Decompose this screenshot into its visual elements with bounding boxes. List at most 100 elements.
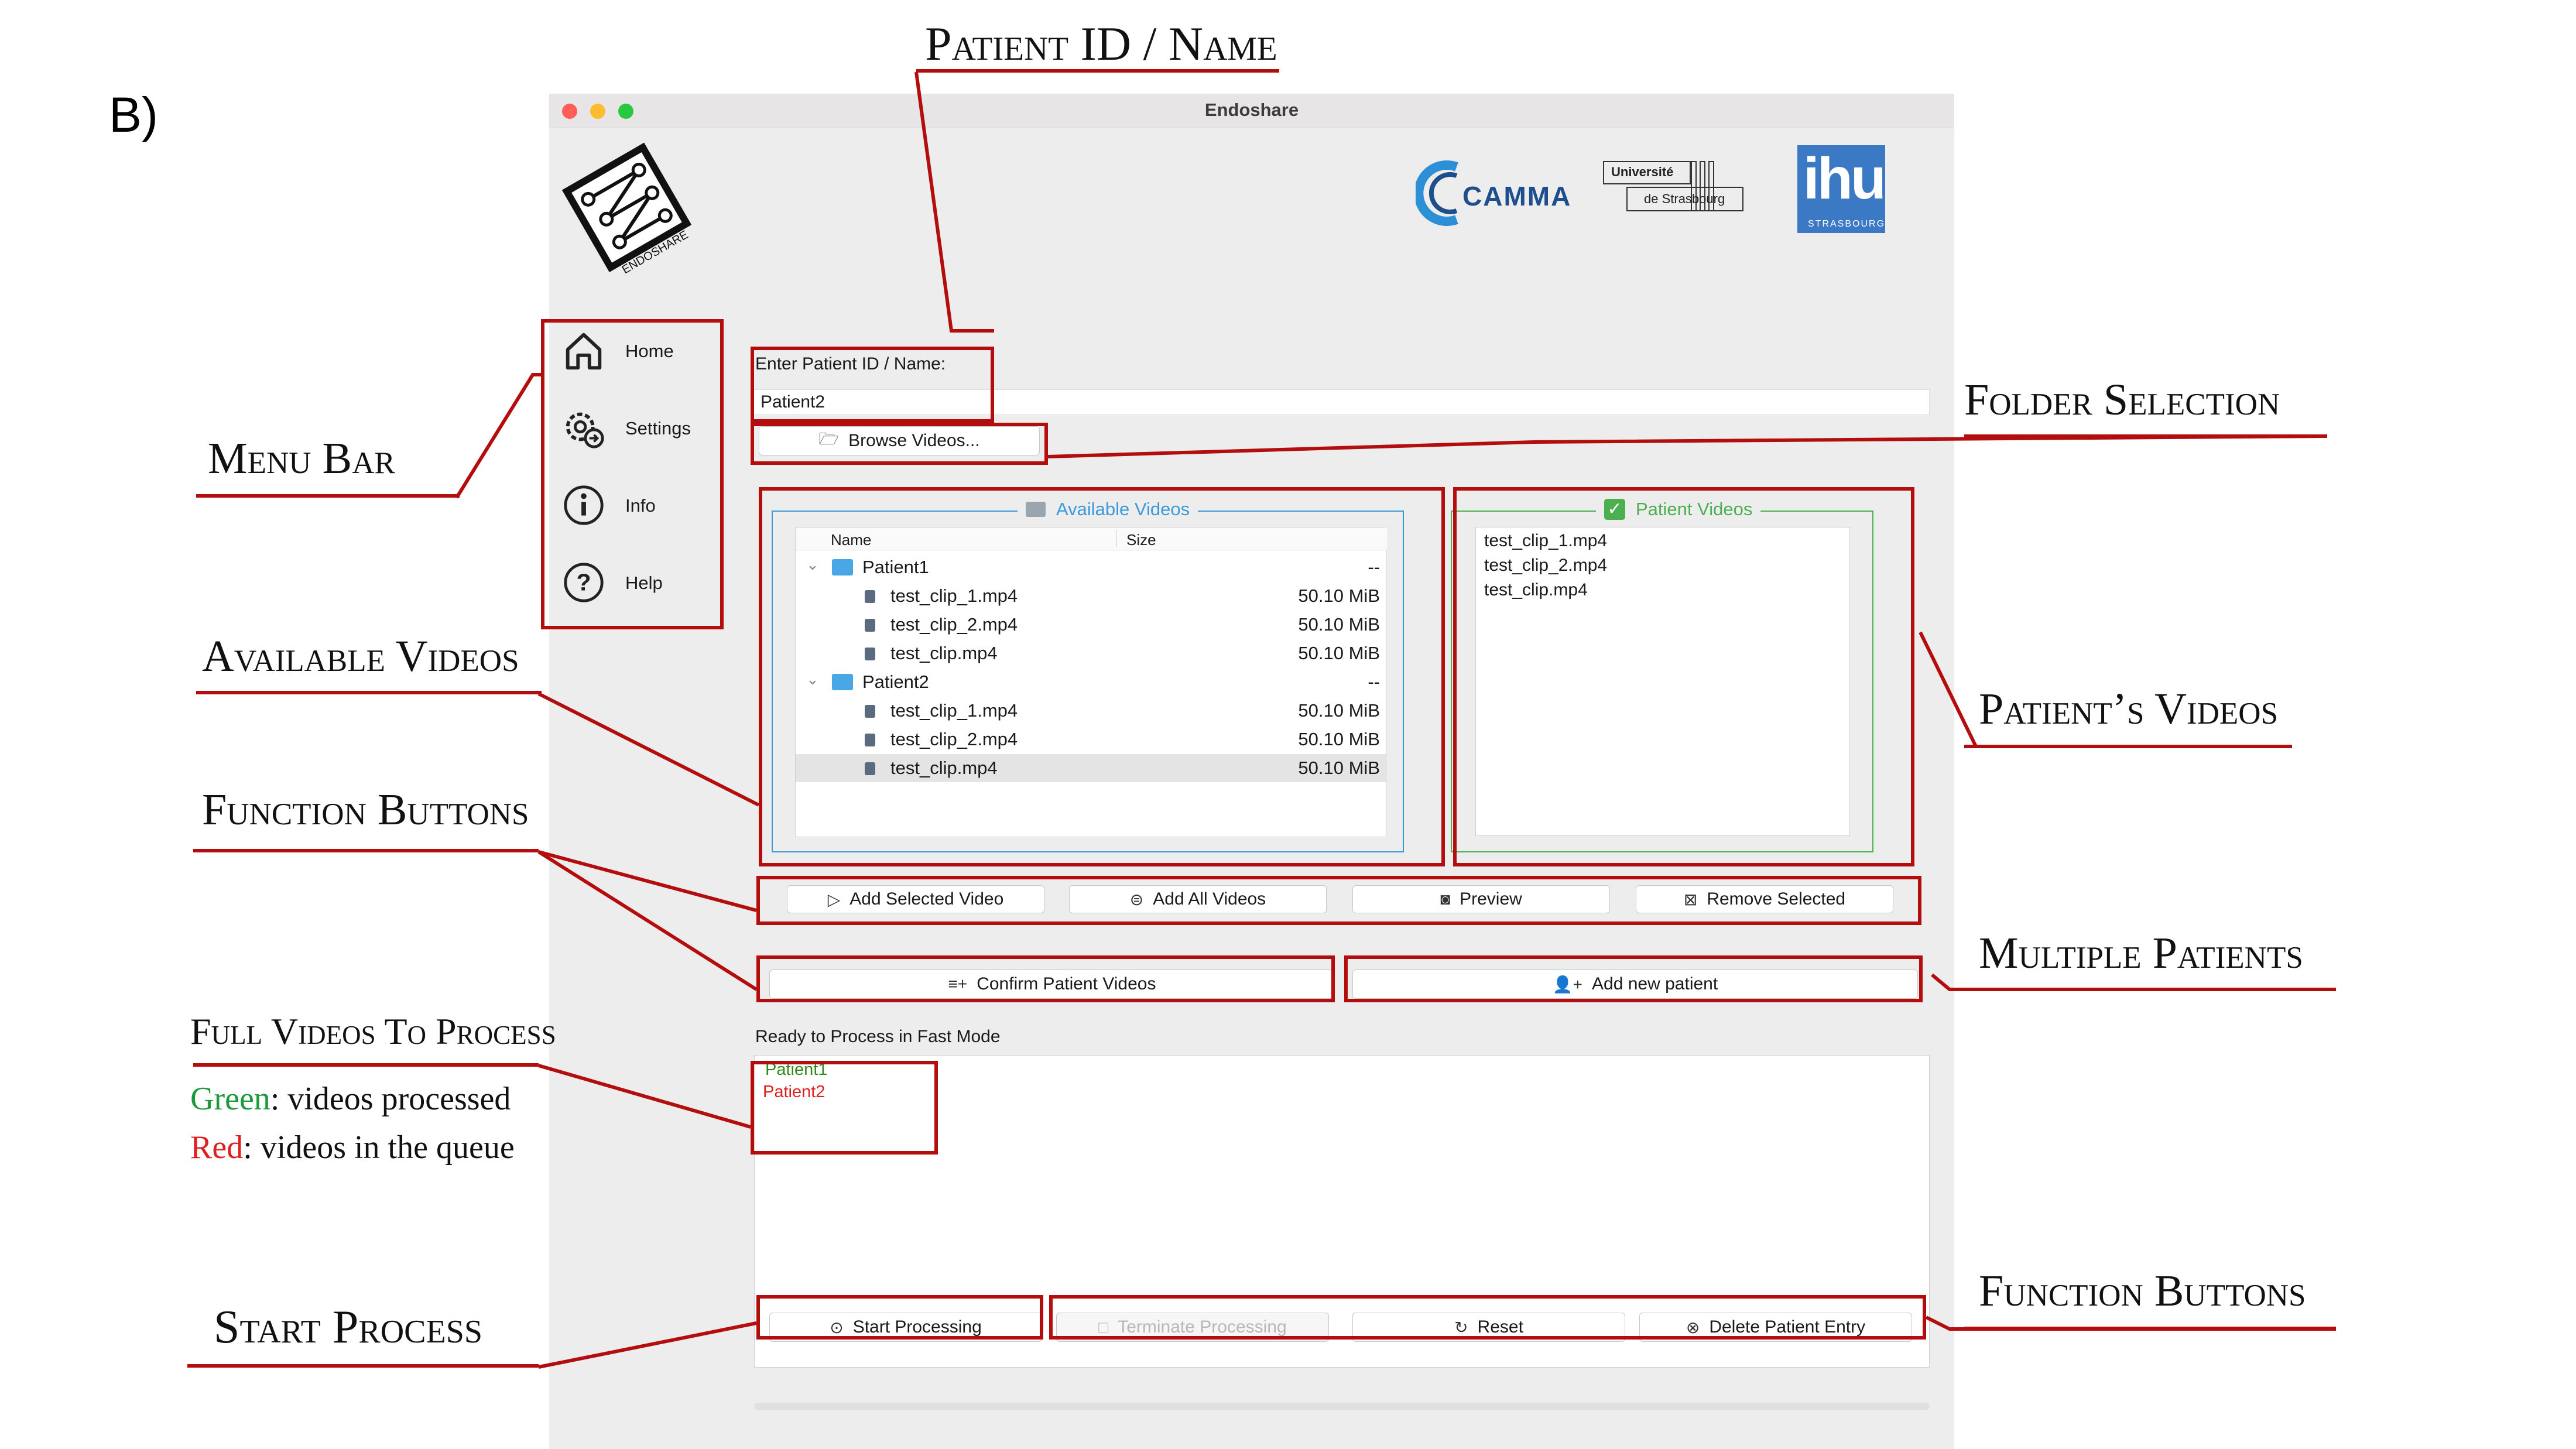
refresh-icon: ↻ xyxy=(1454,1318,1468,1337)
tree-row-file[interactable]: test_clip_1.mp4 50.10 MiB xyxy=(796,697,1387,725)
add-all-videos-button[interactable]: ⊜ Add All Videos xyxy=(1069,885,1327,913)
folder-open-icon: 🗁 xyxy=(818,430,840,448)
chevron-down-icon[interactable]: ⌄ xyxy=(806,670,819,688)
video-file-icon xyxy=(865,734,875,746)
video-file-icon xyxy=(865,762,875,775)
list-add-icon: ⊜ xyxy=(1129,890,1144,909)
preview-button[interactable]: ◙ Preview xyxy=(1352,885,1610,913)
highlight-other-buttons xyxy=(1049,1295,1926,1340)
unistra-logo: Université de Strasbourg xyxy=(1603,161,1743,214)
patient-id-label: Enter Patient ID / Name: xyxy=(755,354,946,374)
folder-icon xyxy=(832,559,853,576)
underline-function-buttons-left xyxy=(193,849,539,852)
column-header-size[interactable]: Size xyxy=(1126,531,1156,549)
tree-row-folder[interactable]: ⌄ Patient1 -- xyxy=(806,556,1380,577)
video-file-icon xyxy=(865,590,875,603)
app-window: Endoshare ENDOSHARE CAMMA Université xyxy=(549,94,1954,1449)
add-new-patient-button[interactable]: 👤+ Add new patient xyxy=(1352,970,1918,999)
window-title: Endoshare xyxy=(1204,100,1299,120)
video-file-icon xyxy=(865,648,875,660)
delete-icon: ⊠ xyxy=(1683,890,1698,909)
add-user-icon: 👤+ xyxy=(1552,975,1583,994)
cancel-circle-icon: ⊗ xyxy=(1686,1318,1700,1337)
highlight-function-buttons xyxy=(756,876,1921,925)
patient-id-input[interactable]: Patient2 xyxy=(753,389,1930,415)
browse-videos-button[interactable]: 🗁 Browse Videos... xyxy=(759,426,1040,455)
patient-videos-title: ✓ Patient Videos xyxy=(1596,499,1761,520)
info-icon xyxy=(564,485,604,525)
menu-item-help[interactable]: ? Help xyxy=(561,560,713,612)
video-file-icon xyxy=(865,705,875,718)
tree-row-file[interactable]: test_clip_1.mp4 50.10 MiB xyxy=(796,582,1387,610)
annotation-legend-red: Red: videos in the queue xyxy=(190,1129,515,1166)
minimize-window-button[interactable] xyxy=(590,104,605,119)
home-icon xyxy=(566,333,602,370)
underline-function-buttons-right xyxy=(1964,1327,2336,1330)
tree-row-file[interactable]: test_clip.mp4 50.10 MiB xyxy=(796,639,1387,667)
chevron-down-icon[interactable]: ⌄ xyxy=(806,556,819,573)
available-videos-tree[interactable]: Name Size ⌄ Patient1 -- test_clip_1.mp4 … xyxy=(795,527,1387,837)
close-window-button[interactable] xyxy=(562,104,577,119)
underline-folder-selection xyxy=(1964,434,2327,438)
underline-full-videos xyxy=(193,1063,539,1067)
playlist-add-icon: ≡+ xyxy=(948,975,968,993)
add-selected-video-button[interactable]: ▷ Add Selected Video xyxy=(787,885,1044,913)
queue-item-queued[interactable]: Patient2 xyxy=(763,1083,825,1101)
ihu-logo: ihu STRASBOURG xyxy=(1797,145,1886,233)
annotation-legend-green: Green: videos processed xyxy=(190,1081,511,1117)
camma-logo-text: CAMMA xyxy=(1462,181,1572,211)
annotation-folder-selection: Folder Selection xyxy=(1964,375,2280,424)
annotation-full-videos: Full Videos To Process xyxy=(190,1010,556,1052)
menu-item-label: Home xyxy=(625,341,674,361)
tree-row-folder[interactable]: ⌄ Patient2 -- xyxy=(806,670,1380,692)
list-item[interactable]: test_clip.mp4 xyxy=(1484,580,1588,600)
tree-row-file[interactable]: test_clip_2.mp4 50.10 MiB xyxy=(796,725,1387,753)
check-icon: ✓ xyxy=(1604,499,1625,520)
highlight-patient-id xyxy=(751,347,994,423)
tree-row-file-selected[interactable]: test_clip.mp4 50.10 MiB xyxy=(796,754,1387,782)
tree-header: Name Size xyxy=(796,527,1387,550)
menu-item-info[interactable]: Info xyxy=(561,482,713,535)
annotation-start-process: Start Process xyxy=(214,1301,482,1353)
menu-item-settings[interactable]: Settings xyxy=(561,405,713,458)
help-icon: ? xyxy=(564,563,604,602)
tree-row-file[interactable]: test_clip_2.mp4 50.10 MiB xyxy=(796,611,1387,639)
figure-label: B) xyxy=(109,87,158,142)
camma-logo: CAMMA xyxy=(1414,158,1591,228)
annotation-function-buttons-left: Function Buttons xyxy=(202,785,529,834)
available-videos-title: Available Videos xyxy=(1018,499,1198,520)
play-icon: ▷ xyxy=(827,890,841,909)
underline-available-videos xyxy=(196,691,542,694)
underline-menu-bar xyxy=(196,494,460,498)
annotation-patients-videos: Patient’s Videos xyxy=(1979,684,2279,734)
menu-item-label: Settings xyxy=(625,418,691,439)
highlight-patient-videos xyxy=(1453,487,1914,866)
highlight-start xyxy=(756,1295,1043,1340)
remove-selected-button[interactable]: ⊠ Remove Selected xyxy=(1636,885,1893,913)
patient-videos-list[interactable]: test_clip_1.mp4 test_clip_2.mp4 test_cli… xyxy=(1475,527,1850,836)
video-file-icon xyxy=(865,619,875,632)
endoshare-logo: ENDOSHARE xyxy=(555,141,696,281)
svg-text:?: ? xyxy=(576,569,591,596)
folder-icon xyxy=(1026,502,1046,517)
highlight-menu-bar xyxy=(541,319,724,629)
highlight-add-patient xyxy=(1344,955,1923,1002)
confirm-patient-videos-button[interactable]: ≡+ Confirm Patient Videos xyxy=(769,970,1335,999)
list-item[interactable]: test_clip_1.mp4 xyxy=(1484,531,1608,550)
eye-icon: ◙ xyxy=(1440,890,1451,908)
queue-label: Ready to Process in Fast Mode xyxy=(755,1027,1001,1046)
progress-bar xyxy=(754,1403,1930,1410)
highlight-queue xyxy=(751,1061,938,1155)
menu-bar: Home Settings Info ? Help xyxy=(549,316,725,609)
annotation-menu-bar: Menu Bar xyxy=(208,434,395,483)
annotation-available-videos: Available Videos xyxy=(202,632,519,681)
stop-icon: □ xyxy=(1098,1318,1109,1336)
folder-icon xyxy=(832,674,853,690)
gear-icon xyxy=(566,412,604,448)
column-header-name[interactable]: Name xyxy=(831,531,872,549)
patient-id-value: Patient2 xyxy=(761,392,825,412)
list-item[interactable]: test_clip_2.mp4 xyxy=(1484,556,1608,575)
zoom-window-button[interactable] xyxy=(618,104,633,119)
menu-item-home[interactable]: Home xyxy=(561,328,713,381)
annotation-patient-id: Patient ID / Name xyxy=(925,17,1277,70)
